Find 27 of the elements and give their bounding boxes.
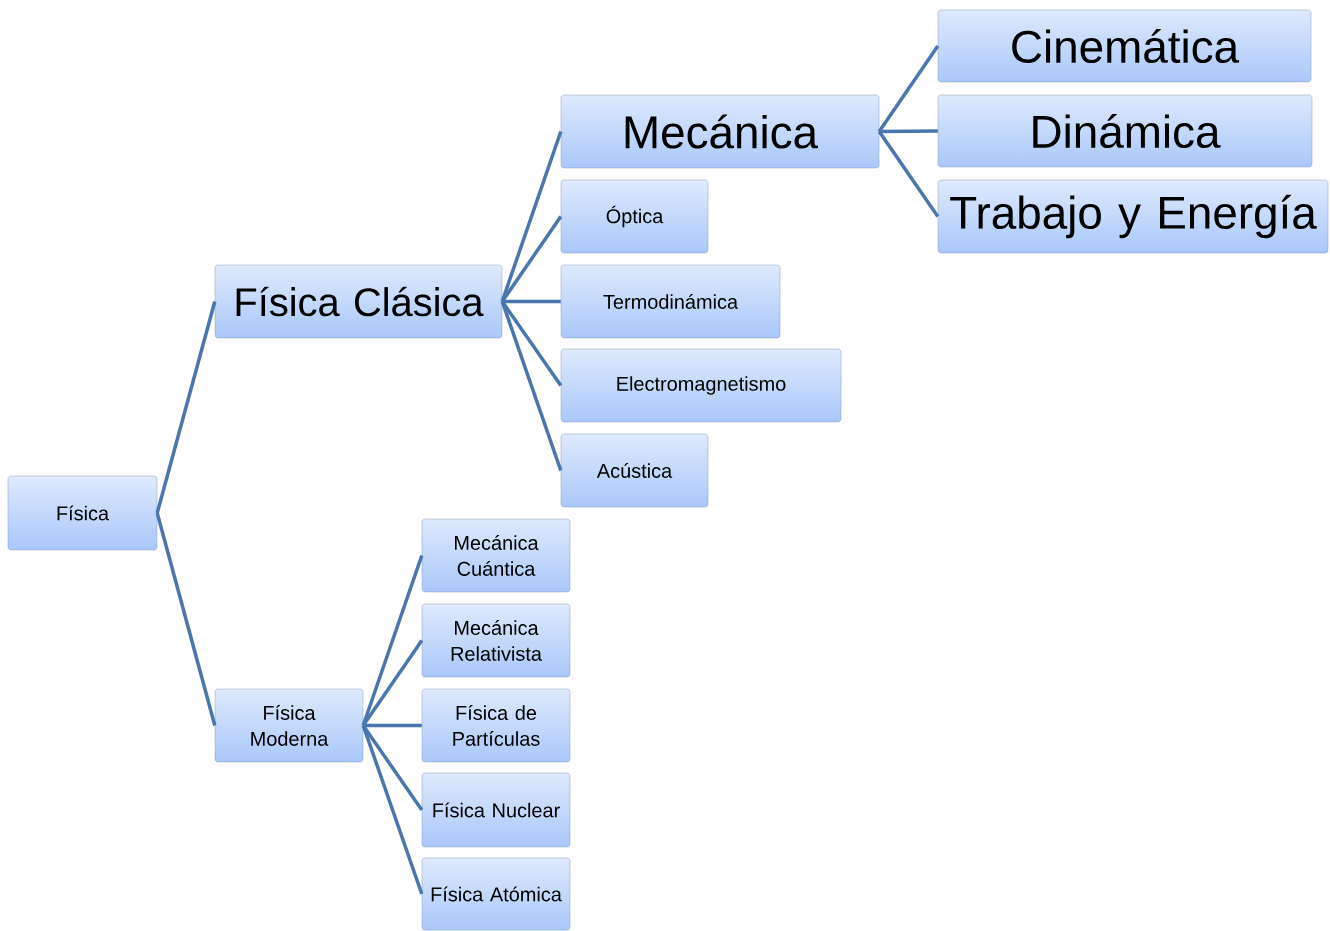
- connector-line: [361, 639, 424, 727]
- category-box: Mecánica: [560, 94, 880, 169]
- category-box: Acústica: [560, 433, 709, 508]
- category-box: Trabajo y Energía: [937, 179, 1329, 254]
- category-box: Física de Partículas: [421, 688, 571, 763]
- connector-line: [877, 130, 940, 218]
- category-box: Óptica: [560, 179, 709, 254]
- category-box: Física Clásica: [214, 264, 503, 339]
- connector-line: [879, 129, 938, 134]
- category-box: Mecánica Relativista: [421, 603, 571, 678]
- category-box: Física Moderna: [214, 688, 364, 763]
- connector-line: [500, 300, 563, 472]
- category-box: Física Atómica: [421, 857, 571, 931]
- connector-line: [361, 724, 424, 895]
- category-box: Física Nuclear: [421, 772, 571, 848]
- category-box: Electromagnetismo: [560, 348, 842, 423]
- connector-line: [877, 45, 940, 133]
- category-box: Física: [7, 475, 158, 551]
- category-box: Dinámica: [937, 94, 1313, 168]
- category-box: Cinemática: [937, 9, 1312, 83]
- connector-line: [500, 215, 563, 303]
- category-box: Mecánica Cuántica: [421, 518, 571, 593]
- connector-line: [155, 512, 217, 726]
- connector-line: [502, 299, 561, 304]
- connector-line: [363, 723, 422, 728]
- connector-line: [155, 301, 217, 514]
- category-box: Termodinámica: [560, 264, 781, 339]
